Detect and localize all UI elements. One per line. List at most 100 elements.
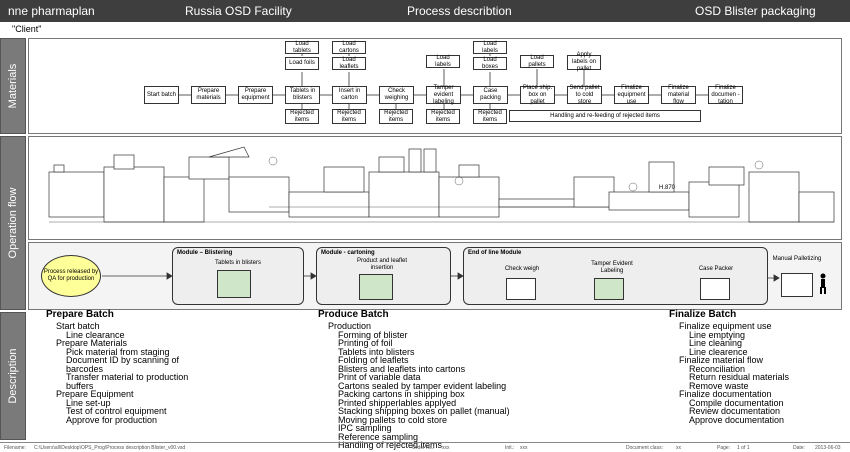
load-pallets: Load pallets	[520, 55, 554, 68]
load-foils: Load foils	[285, 57, 319, 70]
description-line: Handling of rejected items	[338, 440, 443, 450]
description-line: Prepare Materials	[56, 338, 128, 348]
module-cartoning: Module - cartoning Product and leaflet i…	[316, 247, 451, 305]
section-description: Description	[0, 312, 26, 440]
cartoner	[368, 171, 440, 218]
load-tablets: Load tablets	[285, 41, 319, 54]
description-line: Remove waste	[689, 380, 749, 391]
section-operation-flow: Operation flow	[0, 136, 26, 310]
description-line: Test of control equipment	[66, 406, 167, 416]
description-line: Blisters and leaflets into cartons	[338, 363, 466, 374]
description-line: Line emptying	[689, 329, 746, 340]
material-step-5: Insert in carton	[332, 86, 367, 104]
material-step-8: Case packing	[473, 86, 508, 104]
description-line: Start batch	[56, 321, 100, 331]
check-weigh-icon	[506, 278, 536, 300]
client-label: "Client"	[12, 24, 42, 34]
load-boxes: Load boxes	[473, 57, 507, 70]
description-line: barcodes	[66, 363, 104, 374]
blister-icon	[217, 270, 251, 298]
description-line: Reconciliation	[689, 363, 746, 374]
description-line: Approve documentation	[689, 414, 785, 425]
material-step-1: Start batch	[144, 86, 179, 104]
description-line: Transfer material to production	[66, 372, 189, 382]
description-line: Reference sampling	[338, 431, 419, 442]
dimension-label: H.870	[659, 185, 676, 191]
description-line: Line cleaning	[689, 338, 743, 348]
blister-feeder	[48, 171, 105, 218]
process-released-node: Process released by QA for production	[41, 255, 101, 297]
title-bar: nne pharmaplan Russia OSD Facility Proce…	[0, 0, 850, 22]
col1-title: Prepare Batch	[46, 309, 114, 320]
description-line: Production	[328, 321, 372, 331]
description-line: Line clearance	[66, 329, 125, 340]
material-step-9: Place ship. box on pallet	[520, 85, 555, 105]
description-line: Line clearence	[689, 346, 748, 357]
pallet-icon	[781, 273, 813, 297]
end-of-line-module: End of line Module Check weigh Tamper Ev…	[463, 247, 768, 305]
material-step-13: Finalize documen -tation	[708, 85, 743, 105]
description-line: Line set-up	[66, 397, 111, 408]
process-title: Process describtion	[407, 4, 512, 18]
description-line: Finalize documentation	[679, 389, 772, 399]
material-step-10: Send pallet to cold store	[567, 85, 602, 105]
description-line: Packing cartons in shipping box	[338, 389, 465, 399]
material-step-11: Finalize equipment use	[614, 85, 649, 105]
palletizer	[748, 171, 800, 223]
description-line: Printed shipperlables applyed	[338, 397, 457, 408]
description-line: Tablets into blisters	[338, 346, 415, 357]
flow-chart-panel: Process released by QA for production Mo…	[28, 242, 842, 310]
facility-title: Russia OSD Facility	[185, 4, 292, 18]
machine-drawing: H.870	[48, 146, 835, 223]
load-leaflets: Load leaflets	[332, 57, 366, 70]
case-packer-icon	[700, 278, 730, 300]
load-labels-2: Load labels	[473, 41, 507, 54]
apply-labels-pallet: Apply labels on pallet	[567, 52, 601, 72]
description-line: buffers	[66, 380, 94, 391]
person-icon	[820, 273, 826, 294]
description-line: Folding of leaflets	[338, 355, 409, 365]
description-line: Stacking shipping boxes on pallet (manua…	[338, 406, 510, 416]
description-line: Compile documentation	[689, 397, 784, 408]
description-line: Approve for production	[66, 414, 158, 425]
footer: Filename: C:\Users\all\Desktop\OPS_Prog\…	[0, 442, 850, 452]
description-line: Moving pallets to cold store	[338, 414, 448, 425]
material-step-4: Tablets in blisters	[285, 86, 320, 104]
tamper-label-icon	[594, 278, 624, 300]
description-line: Pick material from staging	[66, 346, 170, 357]
description-line: IPC sampling	[338, 423, 392, 433]
description-line: Finalize equipment use	[679, 321, 772, 331]
manual-palletizing-label: Manual Palletizing	[772, 256, 822, 262]
check-weigher	[573, 176, 615, 208]
handling-rejected: Handling and re-feeding of rejected item…	[509, 110, 701, 122]
cartoning-icon	[359, 274, 393, 300]
machine-drawing-panel: H.870	[28, 136, 842, 240]
material-step-3: Prepare equipment	[238, 86, 273, 104]
rejected-items-2: Rejected items	[332, 109, 366, 124]
material-step-6: Check weighing	[379, 86, 414, 104]
material-step-7: Tamper evident labeling	[426, 85, 461, 105]
material-step-12: Finalize material flow	[661, 85, 696, 105]
rejected-items-4: Rejected items	[426, 109, 460, 124]
description-line: Return residual materials	[689, 372, 790, 382]
description-line: Document ID by scanning of	[66, 355, 180, 365]
description-line: Forming of blister	[338, 329, 408, 340]
materials-panel: Start batch Prepare materials Prepare equi…	[28, 38, 842, 134]
col2-title: Produce Batch	[318, 309, 389, 320]
rejected-items-5: Rejected items	[473, 109, 507, 124]
materials-connectors	[179, 53, 708, 109]
description-line: Cartons sealed by tamper evident labelin…	[338, 380, 507, 391]
description-line: Finalize material flow	[679, 355, 764, 365]
description-line: Print of variable data	[338, 372, 421, 382]
load-cartons: Load cartons	[332, 41, 366, 54]
load-labels-1: Load labels	[426, 55, 460, 68]
company-logo: nne pharmaplan	[8, 4, 95, 18]
product-title: OSD Blister packaging	[695, 4, 816, 18]
case-packer	[688, 181, 740, 218]
description-line: Printing of foil	[338, 338, 393, 348]
material-step-2: Prepare materials	[191, 86, 226, 104]
section-materials: Materials	[0, 38, 26, 134]
description-line: Prepare Equipment	[56, 389, 134, 399]
module-blistering: Module – Blistering Tablets in blisters	[172, 247, 304, 305]
